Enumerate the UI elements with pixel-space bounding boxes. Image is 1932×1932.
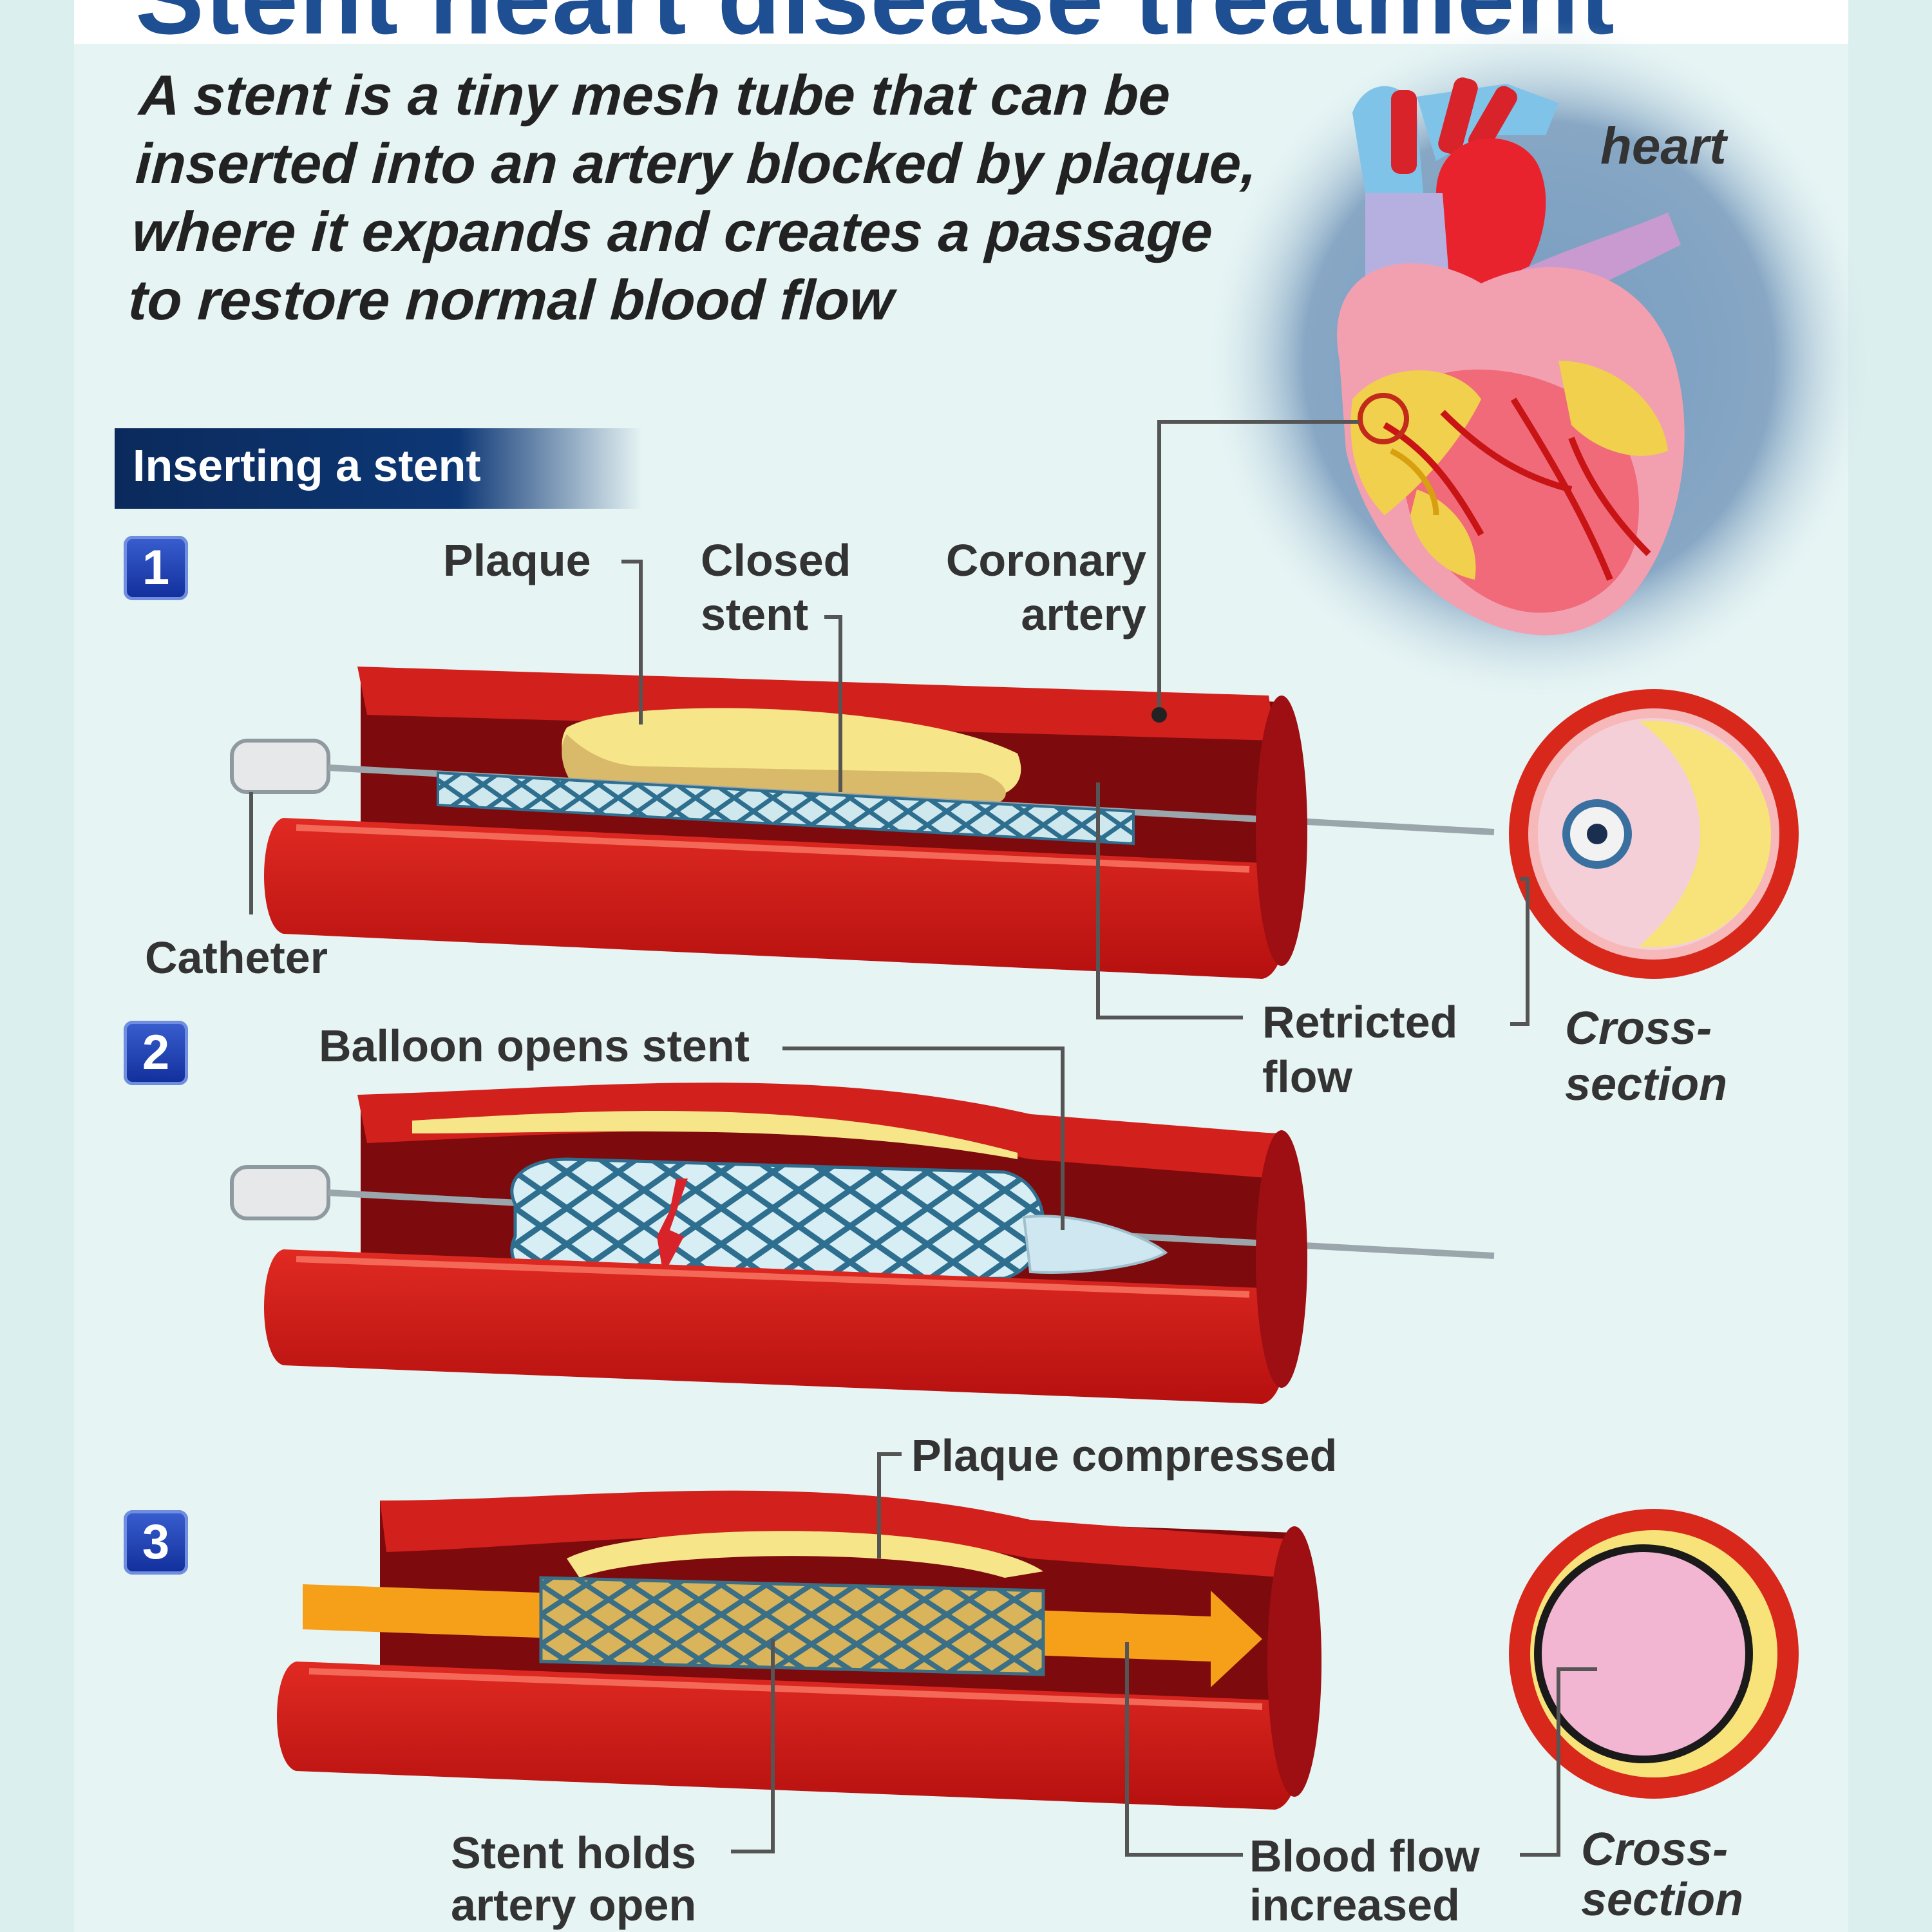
- label-balloon-opens-stent: Balloon opens stent: [319, 1021, 750, 1071]
- label-blood-flow-line2: increased: [1249, 1880, 1460, 1930]
- label-restricted-flow-line1: Retricted: [1262, 997, 1458, 1047]
- label-plaque: Plaque: [443, 535, 591, 585]
- label-cross-section-3-line1: Cross-: [1581, 1824, 1728, 1875]
- label-stent-holds-line1: Stent holds: [451, 1828, 697, 1878]
- artery-step-2: [230, 1083, 1495, 1404]
- leader-lines: [249, 420, 1597, 1857]
- section-header: Inserting a stent: [115, 428, 643, 509]
- cross-section-step-3: [1509, 1509, 1799, 1799]
- artery-step-3: [277, 1490, 1321, 1810]
- cross-section-step-1: [1509, 689, 1799, 979]
- section-title: Inserting a stent: [133, 440, 481, 491]
- step-badge-2: 2: [124, 1021, 188, 1085]
- label-catheter: Catheter: [145, 933, 328, 983]
- label-blood-flow-line1: Blood flow: [1249, 1831, 1480, 1881]
- step-badge-3: 3: [124, 1510, 188, 1575]
- artery-step-1: [230, 667, 1495, 979]
- label-cross-section-3-line2: section: [1581, 1874, 1744, 1926]
- leader-dot: [1151, 707, 1167, 723]
- label-cross-section-1-line2: section: [1565, 1059, 1728, 1110]
- step-badge-1: 1: [124, 536, 188, 600]
- page-title: Stent heart disease treatment: [135, 0, 1616, 44]
- label-restricted-flow-line2: flow: [1262, 1052, 1352, 1102]
- label-plaque-compressed: Plaque compressed: [911, 1430, 1338, 1481]
- label-closed-stent-line1: Closed: [701, 535, 851, 585]
- label-coronary-artery-line1: Coronary: [945, 535, 1146, 585]
- heart-label: heart: [1600, 117, 1727, 175]
- label-stent-holds-line2: artery open: [451, 1880, 697, 1930]
- label-cross-section-1-line1: Cross-: [1565, 1003, 1712, 1054]
- heart-illustration: [1204, 19, 1874, 702]
- label-coronary-artery-line2: artery: [1021, 589, 1146, 639]
- label-closed-stent-line2: stent: [701, 589, 809, 639]
